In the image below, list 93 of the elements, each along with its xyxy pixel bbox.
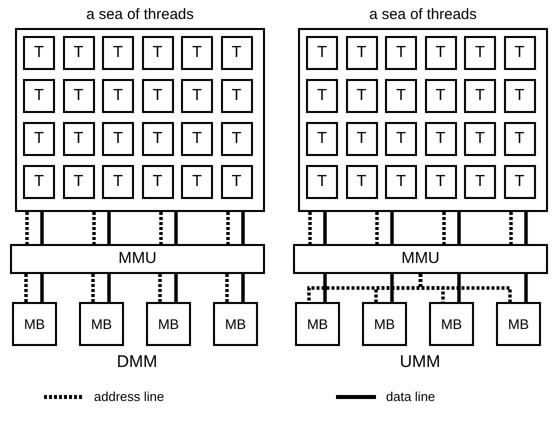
address-line (226, 212, 230, 244)
thread-box: T (23, 79, 55, 113)
thread-box: T (504, 79, 536, 113)
address-line (509, 212, 513, 244)
thread-box: T (62, 79, 94, 113)
data-line (107, 212, 111, 244)
address-line (92, 212, 96, 244)
thread-box: T (220, 79, 252, 113)
thread-box: T (23, 36, 55, 70)
thread-box: T (181, 122, 213, 156)
thread-box: T (424, 36, 456, 70)
mmu-box: MMU (293, 244, 548, 274)
memory-bank-box: MB (79, 302, 124, 346)
address-line (24, 274, 28, 302)
data-line (457, 274, 461, 302)
legend-label: data line (386, 389, 436, 404)
thread-box: T (102, 36, 134, 70)
data-line (40, 274, 44, 302)
memory-bank-box: MB (295, 302, 340, 346)
panel-label: DMM (116, 352, 158, 372)
thread-box: T (504, 165, 536, 199)
thread-box: T (346, 165, 378, 199)
thread-box: T (346, 79, 378, 113)
thread-box: T (464, 79, 496, 113)
data-line (457, 212, 461, 244)
thread-box: T (181, 165, 213, 199)
thread-box: T (62, 122, 94, 156)
address-line (418, 274, 512, 302)
data-line (524, 274, 528, 302)
thread-box: T (181, 79, 213, 113)
thread-box: T (346, 36, 378, 70)
legend-label: address line (94, 389, 164, 404)
data-line (323, 212, 327, 244)
memory-bank-box: MB (146, 302, 191, 346)
thread-box: T (142, 79, 174, 113)
panel-title: a sea of threads (368, 6, 478, 23)
thread-box: T (424, 165, 456, 199)
memory-bank-box: MB (429, 302, 474, 346)
memory-bank-box: MB (12, 302, 57, 346)
address-line (159, 212, 163, 244)
data-line (40, 212, 44, 244)
data-line (174, 274, 178, 302)
thread-box: T (424, 122, 456, 156)
thread-box: T (102, 79, 134, 113)
thread-box: T (102, 122, 134, 156)
thread-box: T (62, 36, 94, 70)
thread-box: T (23, 122, 55, 156)
data-line (241, 274, 245, 302)
data-line (107, 274, 111, 302)
data-line (241, 212, 245, 244)
address-line (158, 274, 162, 302)
panel-title: a sea of threads (85, 6, 195, 23)
thread-box: T (346, 122, 378, 156)
thread-box: T (504, 122, 536, 156)
thread-box: T (142, 165, 174, 199)
address-line (225, 274, 229, 302)
thread-box: T (464, 122, 496, 156)
panel-label: UMM (400, 352, 440, 372)
data-line (390, 274, 394, 302)
memory-bank-box: MB (496, 302, 541, 346)
thread-box: T (306, 79, 338, 113)
data-line (390, 212, 394, 244)
thread-box: T (464, 165, 496, 199)
data-line (323, 274, 327, 302)
thread-box: T (306, 122, 338, 156)
thread-box: T (424, 79, 456, 113)
thread-box: T (102, 165, 134, 199)
thread-box: T (385, 122, 417, 156)
data-line (524, 212, 528, 244)
address-line (25, 212, 29, 244)
address-line (308, 212, 312, 244)
thread-box: T (504, 36, 536, 70)
thread-box: T (220, 122, 252, 156)
memory-bank-box: MB (213, 302, 258, 346)
thread-box: T (142, 36, 174, 70)
thread-box: T (385, 165, 417, 199)
address-line (91, 274, 95, 302)
data-line (174, 212, 178, 244)
thread-box: T (385, 79, 417, 113)
thread-box: T (181, 36, 213, 70)
address-line (442, 212, 446, 244)
thread-box: T (220, 165, 252, 199)
thread-box: T (306, 36, 338, 70)
address-line (375, 212, 379, 244)
thread-box: T (306, 165, 338, 199)
thread-box: T (464, 36, 496, 70)
thread-box: T (220, 36, 252, 70)
thread-box: T (23, 165, 55, 199)
thread-box: T (385, 36, 417, 70)
mmu-box: MMU (10, 244, 265, 274)
thread-box: T (142, 122, 174, 156)
thread-box: T (62, 165, 94, 199)
memory-bank-box: MB (362, 302, 407, 346)
